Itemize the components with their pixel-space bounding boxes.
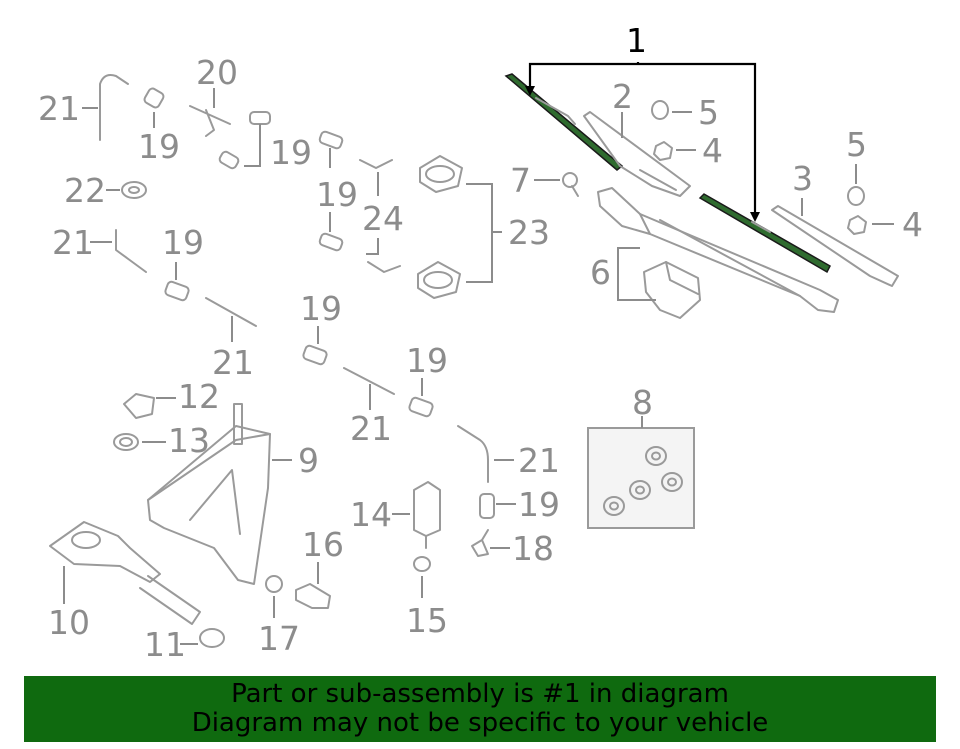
info-banner: Part or sub-assembly is #1 in diagram Di…: [24, 676, 936, 742]
label-part-23: 23: [508, 213, 550, 252]
banner-line-2: Diagram may not be specific to your vehi…: [191, 708, 769, 738]
leader-part-19b: [244, 124, 261, 167]
label-part-21b: 21: [52, 223, 94, 262]
label-part-19a: 19: [138, 127, 180, 166]
label-part-11: 11: [144, 625, 186, 664]
hose-21a[interactable]: [99, 74, 129, 141]
connector-19d[interactable]: [164, 280, 190, 302]
connector-19b[interactable]: [249, 111, 271, 125]
label-part-1: 1: [626, 21, 647, 60]
label-part-3: 3: [792, 159, 813, 198]
label-part-5b: 5: [846, 125, 867, 164]
grommet-22[interactable]: [121, 181, 147, 199]
label-part-24: 24: [362, 199, 404, 238]
nut-4-right[interactable]: [847, 215, 867, 235]
grommet-15[interactable]: [413, 556, 431, 572]
label-part-21c: 21: [212, 343, 254, 382]
nozzle-23-top[interactable]: [419, 155, 463, 193]
wiper-linkage[interactable]: [597, 187, 839, 313]
label-part-19e: 19: [300, 289, 342, 328]
label-part-15: 15: [406, 601, 448, 640]
leader-part-24b: [366, 238, 379, 255]
washer-pump[interactable]: [413, 481, 441, 549]
connector-19g[interactable]: [479, 493, 495, 519]
label-part-19g: 19: [518, 485, 560, 524]
label-part-19f: 19: [406, 341, 448, 380]
wiper-blade-left[interactable]: [504, 73, 624, 171]
washer-reservoir[interactable]: [147, 403, 271, 585]
label-part-12: 12: [178, 377, 220, 416]
nozzle-23-bottom[interactable]: [417, 261, 461, 299]
connector-19e[interactable]: [302, 344, 328, 366]
grommet-17[interactable]: [265, 575, 283, 593]
wiper-arm-left[interactable]: [583, 111, 691, 197]
grommet-13[interactable]: [113, 433, 139, 451]
label-part-5a: 5: [698, 93, 719, 132]
label-part-17: 17: [258, 619, 300, 658]
leader-part-6: [617, 247, 656, 301]
level-sensor[interactable]: [295, 583, 331, 609]
label-part-19b: 19: [270, 133, 312, 172]
leader-part-23: [466, 183, 493, 283]
label-part-19c: 19: [316, 175, 358, 214]
label-part-20: 20: [196, 53, 238, 92]
connector-19c2[interactable]: [318, 232, 344, 252]
filler-neck[interactable]: [49, 521, 201, 625]
label-part-4a: 4: [702, 131, 723, 170]
wiper-motor[interactable]: [643, 261, 701, 319]
hose-21c[interactable]: [205, 297, 257, 327]
connector-19b2[interactable]: [218, 150, 240, 170]
cap-5-top[interactable]: [651, 100, 669, 120]
label-part-4b: 4: [902, 205, 923, 244]
seal-ring-11[interactable]: [199, 628, 225, 648]
cap-5-right[interactable]: [847, 186, 865, 206]
leader-part-1: [525, 62, 760, 222]
label-part-18: 18: [512, 529, 554, 568]
label-part-21e: 21: [518, 441, 560, 480]
label-part-13: 13: [168, 421, 210, 460]
cap-12[interactable]: [123, 393, 155, 419]
label-part-7: 7: [510, 161, 531, 200]
label-part-14: 14: [350, 495, 392, 534]
connector-19a[interactable]: [143, 87, 165, 109]
parts-diagram: 1 2 3 4 4 5 5 6 7 8 9 10 11 12 13 14 15 …: [38, 21, 923, 664]
hose-21d[interactable]: [343, 367, 395, 395]
label-part-16: 16: [302, 525, 344, 564]
label-part-22: 22: [64, 171, 106, 210]
hose-elbow-24a[interactable]: [359, 159, 393, 169]
hose-21e[interactable]: [457, 425, 489, 483]
y-connector-20[interactable]: [189, 105, 231, 137]
label-part-9: 9: [298, 441, 319, 480]
connector-19f[interactable]: [408, 396, 434, 418]
hose-elbow-24b[interactable]: [367, 261, 401, 273]
label-part-8: 8: [632, 383, 653, 422]
wiper-blade-right[interactable]: [698, 193, 831, 274]
label-part-10: 10: [48, 603, 90, 642]
grommet-kit[interactable]: [587, 427, 695, 529]
connector-19c[interactable]: [318, 130, 344, 150]
label-part-21a: 21: [38, 89, 80, 128]
hose-21b[interactable]: [115, 229, 147, 273]
bolt-7[interactable]: [562, 172, 579, 197]
label-part-19d: 19: [162, 223, 204, 262]
nut-4-top[interactable]: [653, 141, 673, 161]
hose-elbow-18[interactable]: [471, 529, 489, 557]
banner-line-1: Part or sub-assembly is #1 in diagram: [231, 679, 729, 709]
wiper-arm-right[interactable]: [771, 205, 899, 287]
label-part-2: 2: [612, 77, 633, 116]
label-part-21d: 21: [350, 409, 392, 448]
label-part-6: 6: [590, 253, 611, 292]
